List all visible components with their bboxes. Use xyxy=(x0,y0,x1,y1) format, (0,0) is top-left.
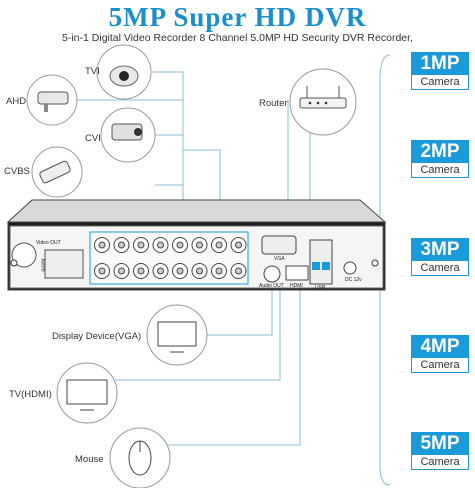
badge-5mp: 5MP Camera xyxy=(411,432,469,470)
router-label: Router xyxy=(259,98,288,109)
video-out-port xyxy=(11,242,37,268)
bnc-port-core xyxy=(235,241,242,249)
usb-label: USB xyxy=(315,285,326,291)
tv-label: TV(HDMI) xyxy=(9,389,52,400)
bnc-port-core xyxy=(137,267,145,275)
display-device-label: Display Device(VGA) xyxy=(52,331,142,342)
badge-mp: 3MP xyxy=(411,238,469,261)
hdmi-label: HDMI xyxy=(290,283,303,289)
vga-port xyxy=(261,235,297,255)
hdmi-port xyxy=(285,265,309,281)
display-device-icon xyxy=(146,304,208,366)
bnc-port-core xyxy=(196,241,203,249)
video-out-label: Video OUT xyxy=(36,240,61,246)
badge-mp: 5MP xyxy=(411,432,469,455)
router-icon xyxy=(289,68,357,136)
dvr-unit xyxy=(6,199,387,291)
mouse-label: Mouse xyxy=(75,454,104,465)
cvi-label: CVI xyxy=(85,133,101,144)
dc-label: DC 12v xyxy=(345,277,362,283)
badge-label: Camera xyxy=(411,358,469,373)
usb-lan-ports xyxy=(309,239,333,285)
tv-icon xyxy=(56,362,118,424)
badge-label: Camera xyxy=(411,163,469,178)
badge-mp: 2MP xyxy=(411,140,469,163)
badge-label: Camera xyxy=(411,261,469,276)
bnc-port-core xyxy=(118,241,125,249)
cvi-camera-icon xyxy=(100,107,156,163)
tvi-camera-icon xyxy=(96,44,152,100)
vga-label: VGA xyxy=(274,256,285,262)
tvi-label: TVI xyxy=(85,66,100,77)
ahd-camera-icon xyxy=(26,74,78,126)
dc-power-port xyxy=(343,261,357,275)
bnc-port-core xyxy=(98,267,106,275)
badge-mp: 4MP xyxy=(411,335,469,358)
bnc-port-core xyxy=(157,267,164,275)
cvbs-camera-icon xyxy=(31,146,83,198)
bnc-port-core xyxy=(176,241,184,249)
alarm-port xyxy=(44,249,84,279)
bnc-port-core xyxy=(176,267,184,275)
badge-label: Camera xyxy=(411,455,469,470)
ahd-label: AHD xyxy=(6,96,27,107)
bnc-port-core xyxy=(98,241,106,249)
badge-3mp: 3MP Camera xyxy=(411,238,469,276)
bnc-port-core xyxy=(196,267,203,275)
page-subtitle: 5-in-1 Digital Video Recorder 8 Channel … xyxy=(62,32,413,44)
cvbs-label: CVBS xyxy=(4,166,30,177)
bnc-port-core xyxy=(235,267,242,275)
bnc-port-core xyxy=(215,241,223,249)
badge-2mp: 2MP Camera xyxy=(411,140,469,178)
page-title: 5MP Super HD DVR xyxy=(108,2,367,32)
bnc-port-core xyxy=(137,241,145,249)
audio-out-label: Audio OUT xyxy=(259,283,284,289)
bnc-port-core xyxy=(215,267,223,275)
alarm-label: Alarm xyxy=(39,258,46,272)
mouse-icon xyxy=(109,427,171,488)
badge-mp: 1MP xyxy=(411,52,469,75)
bnc-port-core xyxy=(118,267,125,275)
badge-label: Camera xyxy=(411,75,469,90)
bnc-port-core xyxy=(157,241,164,249)
badge-4mp: 4MP Camera xyxy=(411,335,469,373)
badge-1mp: 1MP Camera xyxy=(411,52,469,90)
audio-out-port xyxy=(263,265,281,283)
